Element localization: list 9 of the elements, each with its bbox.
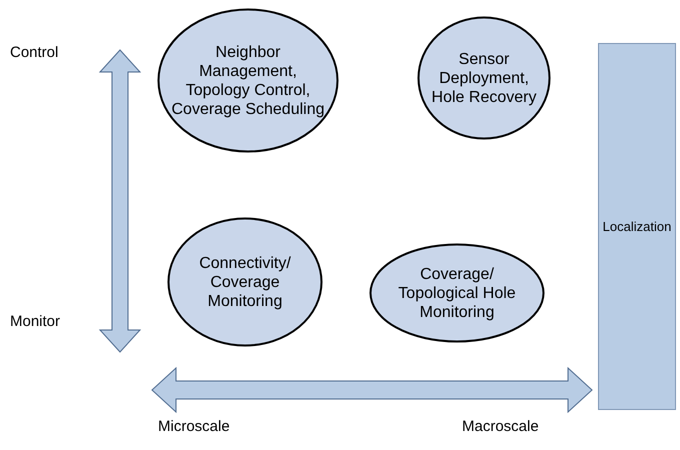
topic-text: Connectivity/ Coverage Monitoring [198, 254, 292, 310]
axis-label: Monitor [10, 313, 60, 330]
topic-text: Sensor Deployment, Hole Recovery [430, 50, 538, 106]
topic-text: Coverage/ Topological Hole Monitoring [397, 264, 517, 322]
topic-text: Neighbor Management, Topology Control, Coverage Scheduling [170, 42, 326, 118]
axis-label: Control [10, 44, 58, 61]
axis-label: Macroscale [462, 418, 539, 435]
axis-label: Microscale [158, 418, 230, 435]
topic-text: Localization [602, 218, 672, 236]
